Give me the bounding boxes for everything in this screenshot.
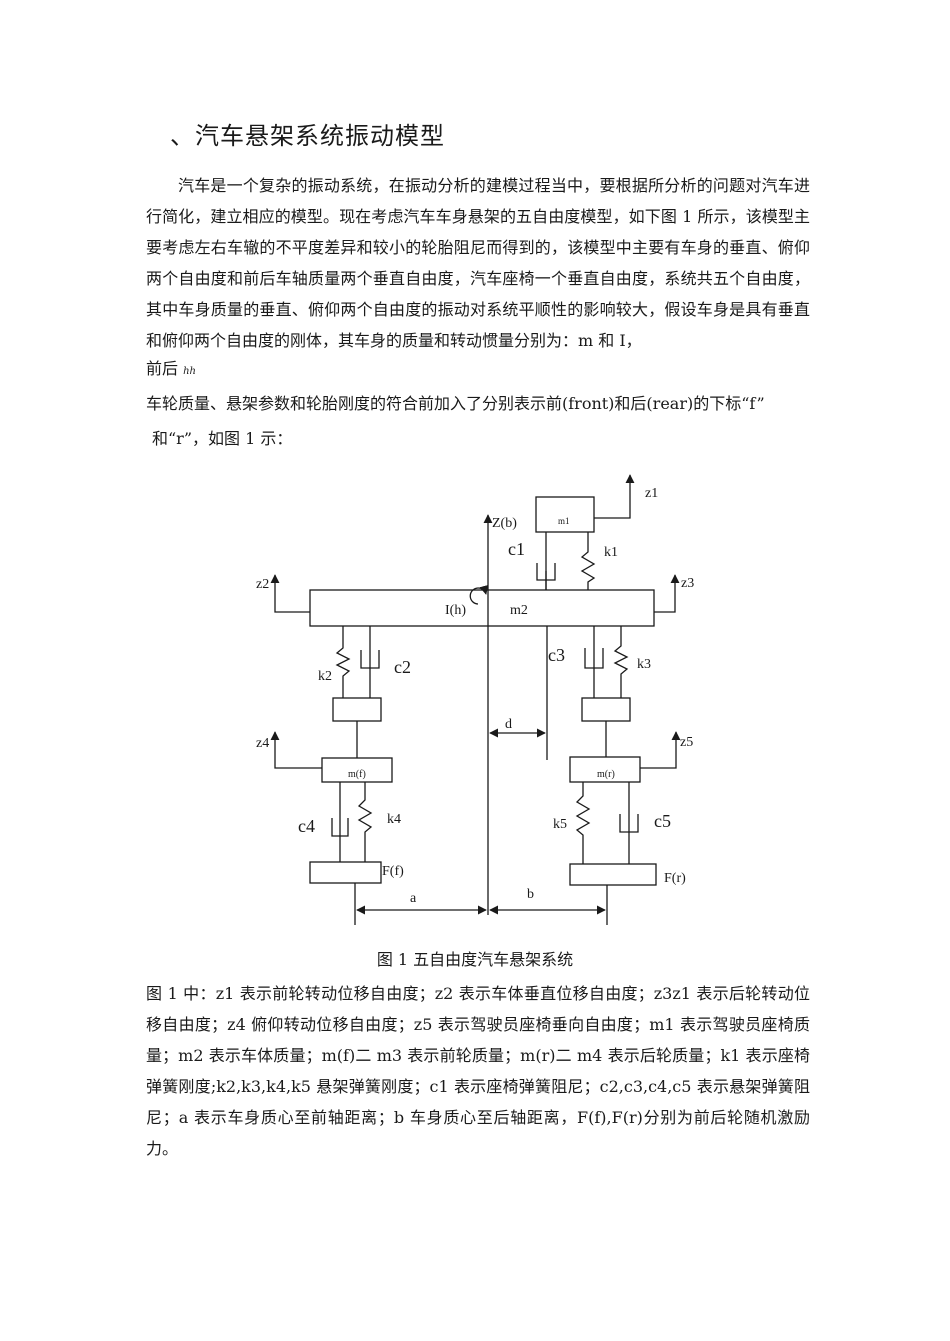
subscript-note: 车轮质量、悬架参数和轮胎刚度的符合前加入了分别表示前(front)和后(rear… bbox=[146, 394, 765, 413]
label-z2: z2 bbox=[256, 577, 269, 592]
rear-hub-box bbox=[581, 697, 631, 722]
label-k4: k4 bbox=[387, 812, 401, 827]
label-k2: k2 bbox=[318, 669, 332, 684]
label-k5: k5 bbox=[553, 817, 567, 832]
label-z5: z5 bbox=[680, 735, 693, 750]
intro-tail: 前后 hh bbox=[146, 355, 196, 379]
k2-spring bbox=[335, 626, 351, 698]
front-wheel-mass-box bbox=[321, 757, 393, 783]
suspension-diagram: z1 m1 Z(b) c1 k1 z2 z3 I(h) m2 c3 k2 c2 … bbox=[256, 474, 694, 925]
intro-tail-text: 前后 bbox=[146, 359, 179, 378]
k4-spring bbox=[357, 782, 373, 862]
label-mf: m(f) bbox=[348, 769, 366, 780]
z1-arrow bbox=[594, 474, 635, 519]
section-heading: 、汽车悬架系统振动模型 bbox=[170, 122, 445, 150]
intro-paragraph: 汽车是一个复杂的振动系统，在振动分析的建模过程当中，要根据所分析的问题对汽车进行… bbox=[146, 176, 810, 350]
label-c4: c4 bbox=[298, 816, 315, 836]
label-z4: z4 bbox=[256, 736, 269, 751]
z3-arrow bbox=[654, 574, 680, 613]
c4-damper bbox=[331, 818, 349, 837]
label-c3: c3 bbox=[548, 645, 565, 665]
pitch-arrow bbox=[469, 584, 489, 605]
label-m2: m2 bbox=[510, 603, 528, 618]
z2-arrow bbox=[270, 574, 310, 613]
label-z3: z3 bbox=[681, 576, 694, 591]
label-k3: k3 bbox=[637, 657, 651, 672]
intro-subscript: hh bbox=[183, 366, 196, 377]
figure-caption: 图 1 五自由度汽车悬架系统 bbox=[376, 950, 574, 969]
label-d: d bbox=[505, 717, 512, 732]
front-hub-box bbox=[332, 697, 382, 722]
label-m1: m1 bbox=[558, 516, 570, 526]
z5-arrow bbox=[640, 731, 681, 769]
label-mr: m(r) bbox=[597, 769, 615, 780]
label-c2: c2 bbox=[394, 657, 411, 677]
k3-spring bbox=[613, 626, 629, 698]
c5-damper bbox=[619, 814, 639, 833]
z4-arrow bbox=[270, 731, 322, 769]
k1-spring bbox=[580, 532, 596, 590]
rear-wheel-mass-box bbox=[569, 756, 641, 783]
label-a: a bbox=[410, 891, 417, 906]
rear-tire-box bbox=[569, 863, 657, 886]
label-z1: z1 bbox=[645, 486, 658, 501]
label-c5: c5 bbox=[654, 811, 671, 831]
label-fr: F(r) bbox=[664, 871, 686, 886]
label-c1: c1 bbox=[508, 539, 525, 559]
label-zb: Z(b) bbox=[492, 516, 517, 531]
body-mass-box bbox=[309, 589, 655, 627]
legend-paragraph: 图 1 中：z1 表示前轮转动位移自由度；z2 表示车体垂直位移自由度；z3z1… bbox=[146, 984, 810, 1158]
label-b: b bbox=[527, 887, 534, 902]
label-ih: I(h) bbox=[445, 603, 466, 618]
c2-damper bbox=[360, 650, 380, 669]
c3-damper bbox=[584, 648, 604, 669]
front-tire-box bbox=[309, 861, 382, 884]
seat-mass-box bbox=[535, 496, 595, 533]
k5-spring bbox=[575, 782, 591, 864]
label-k1: k1 bbox=[604, 545, 618, 560]
label-ff: F(f) bbox=[382, 864, 404, 879]
figure-reference: 和“r”，如图 1 示： bbox=[152, 429, 293, 448]
